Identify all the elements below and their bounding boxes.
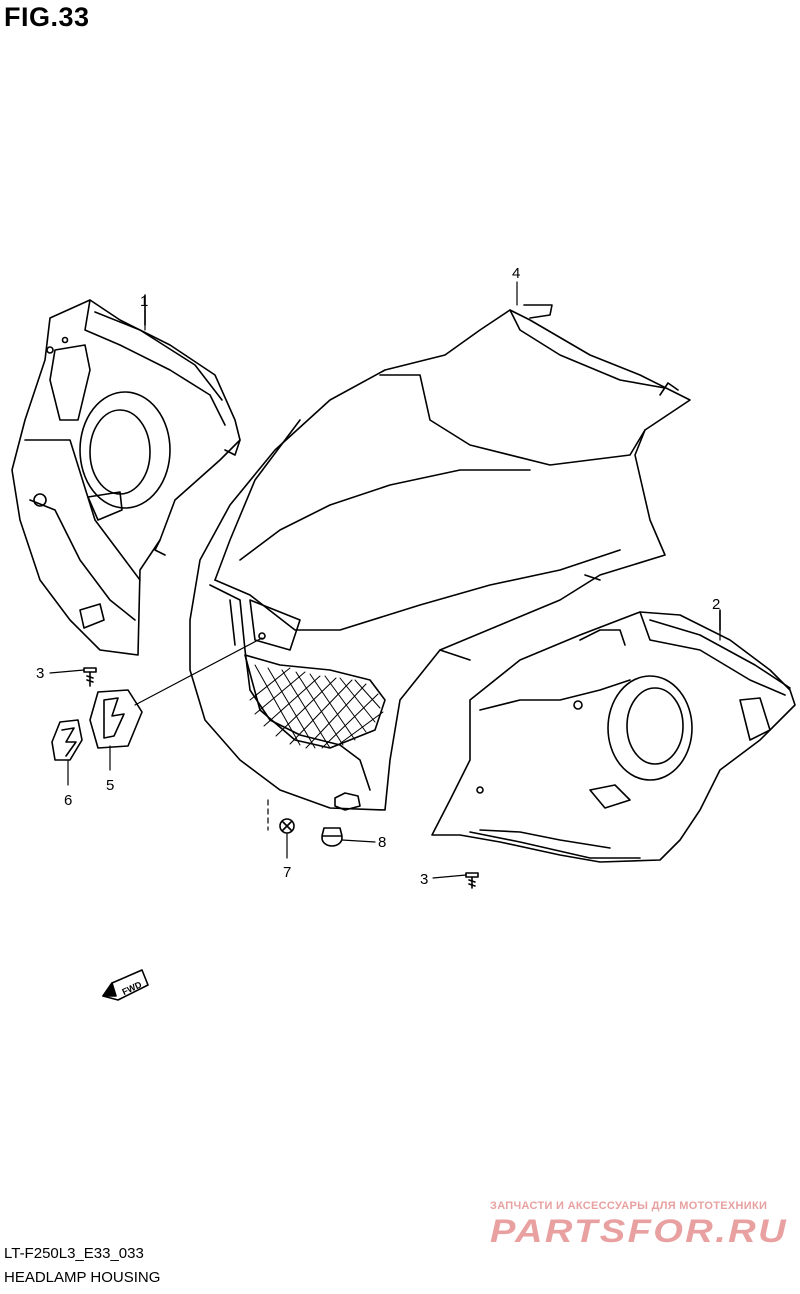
watermark-tagline: ЗАПЧАСТИ И АКСЕССУАРЫ ДЛЯ МОТОТЕХНИКИ <box>490 1200 768 1212</box>
callout-2: 2 <box>712 596 720 613</box>
part-1-left-housing <box>11 294 241 656</box>
part-3-screw-left <box>83 667 97 687</box>
callout-3-left: 3 <box>36 665 44 682</box>
part-3-screw-right <box>465 872 479 889</box>
callout-7: 7 <box>283 864 291 881</box>
part-4-front-cowl <box>189 304 691 811</box>
callout-5: 5 <box>106 777 114 794</box>
watermark-logo-text: PARTSFOR.RU <box>490 1213 788 1248</box>
model-code: LT-F250L3_E33_033 <box>4 1245 144 1262</box>
callout-6: 6 <box>64 792 72 809</box>
watermark-logo: PARTSFOR.RU <box>490 1213 788 1248</box>
part-8-grommet <box>321 827 343 847</box>
callout-3-right: 3 <box>420 871 428 888</box>
fwd-direction-arrow <box>102 969 149 1001</box>
figure-title: FIG.33 <box>4 2 90 32</box>
part-6-emblem <box>51 719 83 761</box>
callout-4: 4 <box>512 265 520 282</box>
leader-lines <box>49 281 721 879</box>
part-5-emblem-plate <box>89 689 143 749</box>
callout-8: 8 <box>378 834 386 851</box>
callout-1: 1 <box>140 293 148 310</box>
section-title: HEADLAMP HOUSING <box>4 1269 161 1286</box>
part-7-nut <box>279 818 295 834</box>
part-2-right-housing <box>431 609 796 863</box>
